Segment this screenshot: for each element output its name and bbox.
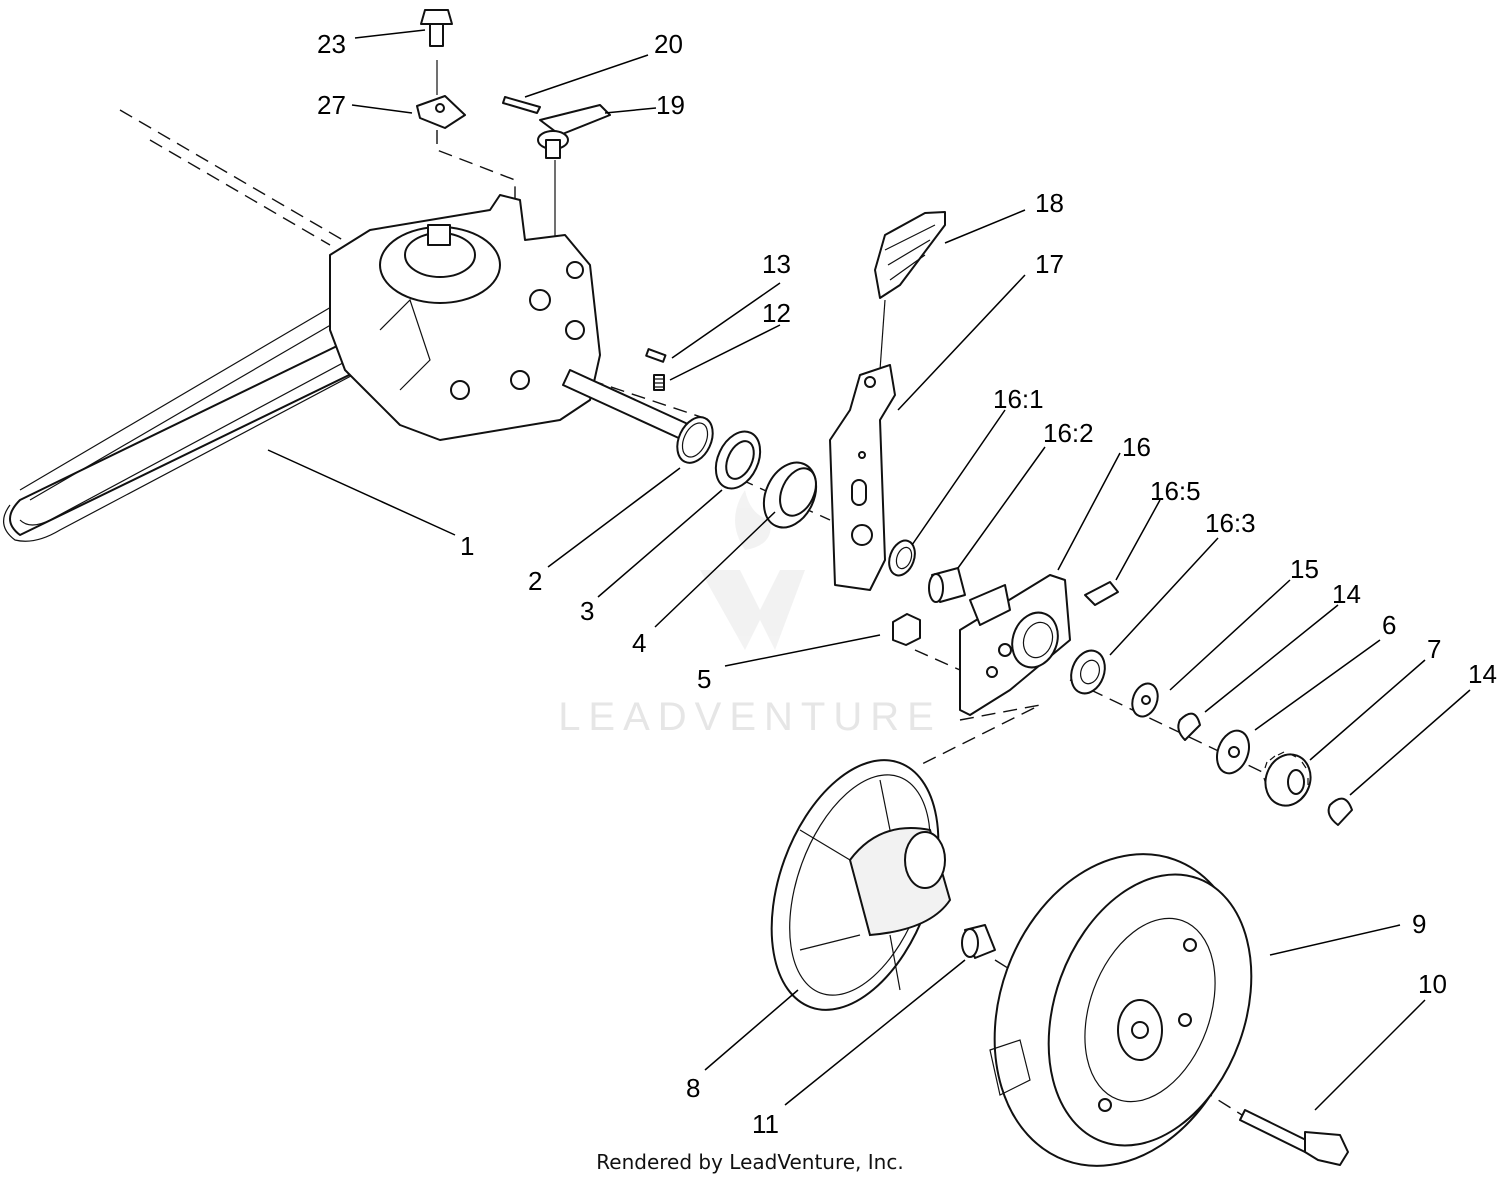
part-16-pivot-housing [959,574,1071,716]
callout-8: 8 [686,1073,700,1103]
callout-6: 6 [1382,610,1396,640]
leader-lines [267,29,1471,1111]
callout-16-2: 16:2 [1043,418,1094,448]
callout-16: 16 [1122,432,1151,462]
part-14-e-clip-upper [1177,712,1201,741]
part-19-shift-lever [537,104,611,159]
part-9-wheel [989,853,1253,1167]
callout-16-1: 16:1 [993,384,1044,414]
callout-4: 4 [632,628,646,658]
callout-16-3: 16:3 [1205,508,1256,538]
callout-13: 13 [762,249,791,279]
part-23-bolt [420,9,453,47]
callout-18: 18 [1035,188,1064,218]
callout-5: 5 [697,664,711,694]
callout-11: 11 [752,1109,779,1139]
callout-9: 9 [1412,909,1426,939]
callout-10: 10 [1418,969,1447,999]
part-11-wheel-bushing [961,924,996,959]
part-14-e-clip-lower [1327,797,1353,826]
part-17-height-bracket [829,364,896,591]
part-4-bushing [762,461,818,529]
callout-27: 27 [317,90,346,120]
render-credit: Rendered by LeadVenture, Inc. [596,1150,904,1174]
part-7-pinion-gear [1263,751,1312,807]
callout-2: 2 [528,566,542,596]
watermark-logo-icon [700,490,805,650]
part-16-2-spacer [928,567,966,603]
callout-17: 17 [1035,249,1064,279]
callout-23: 23 [317,29,346,59]
callout-16-5: 16:5 [1150,476,1201,506]
part-5-nut [892,613,921,646]
part-8-wheel-cover [770,759,952,1011]
part-16-3-bearing [1070,649,1106,695]
part-18-adjuster-knob [874,211,946,299]
callout-20: 20 [654,29,683,59]
watermark-brand: LEADVENTURE [558,695,942,739]
part-20-pin [502,96,541,114]
callout-19: 19 [656,90,685,120]
part-3-washer [714,430,762,490]
part-6-washer [1216,729,1250,775]
callout-7: 7 [1427,634,1441,664]
part-16-1-bearing [888,539,916,577]
callout-1: 1 [460,531,474,561]
part-10-axle-bolt [1239,1109,1349,1166]
callout-12: 12 [762,298,791,328]
part-16-5-fitting [1084,581,1119,606]
part-12-spring [653,374,665,391]
callout-14-lower: 14 [1468,659,1497,689]
watermark: LEADVENTURE [558,490,942,739]
callout-15: 15 [1290,554,1319,584]
part-2-retaining-ring [676,416,714,464]
part-27-clip [416,95,466,129]
callout-14-upper: 14 [1332,579,1361,609]
transmission-housing [329,194,601,441]
callout-labels: 1 2 3 4 5 6 7 8 9 10 11 12 13 14 14 15 1… [317,29,1497,1139]
part-15-washer [1131,682,1159,718]
callout-3: 3 [580,596,594,626]
part-13-key [645,348,667,363]
